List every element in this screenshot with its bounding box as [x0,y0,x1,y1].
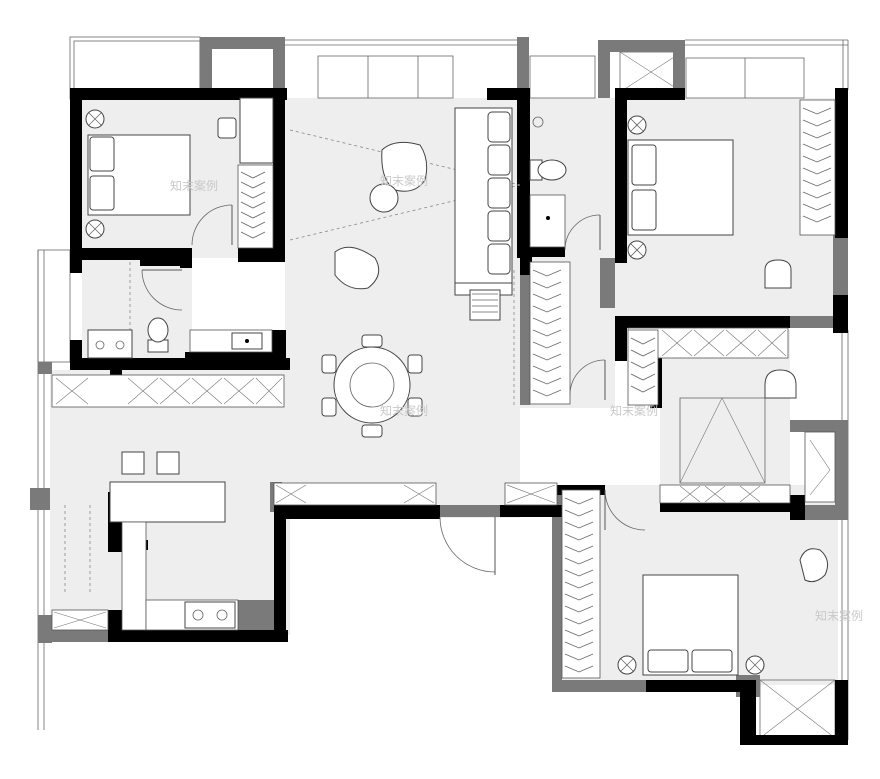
door-swing-icon [141,269,183,311]
nightstand-lamp-icon [85,109,105,239]
watermark-text: 知末案例 [610,403,658,418]
living-room: 知末案例 知末案例 知末案例 知末案例 [170,107,658,438]
watermark-text: 知末案例 [815,608,863,623]
primary-walls [70,88,848,745]
sink-icon [87,329,133,359]
armchair-icon [799,548,829,583]
watermark-text: 知末案例 [380,403,428,418]
rug-icon [469,289,501,321]
armchair-icon [334,141,428,290]
chair-icon [321,334,423,438]
bedroom-bottom-right: 知末案例 [561,489,863,679]
bedroom-top-left [85,97,274,249]
sink-icon [529,194,566,248]
bathroom-left [87,262,273,359]
desk-icon [239,97,274,164]
bathroom-right [627,327,836,504]
toilet-icon [147,317,169,353]
cabinet-doors [55,377,283,405]
watermark-text: 知末案例 [380,173,428,188]
toilet-icon [529,159,567,181]
secondary-walls [30,37,848,697]
bathroom-center [529,116,601,251]
wardrobe-icon [561,489,601,679]
wardrobe-icon [799,99,836,236]
nightstand-lamp-icon [617,655,765,675]
door-swing-icon [191,204,233,246]
door-swing-icon [564,214,601,251]
corridor-wardrobe [513,261,606,405]
bedroom-top-right [627,99,836,289]
kitchen [51,374,285,631]
sofa-icon [454,107,513,296]
door-swing-icon [439,516,496,573]
watermark-text: 知末案例 [170,178,218,193]
entry [273,482,558,575]
stove-icon [184,601,236,629]
wardrobe-icon [529,261,571,405]
door-swing-icon [604,489,646,531]
nightstand-lamp-icon [627,115,647,260]
door-swing-icon [569,359,606,396]
